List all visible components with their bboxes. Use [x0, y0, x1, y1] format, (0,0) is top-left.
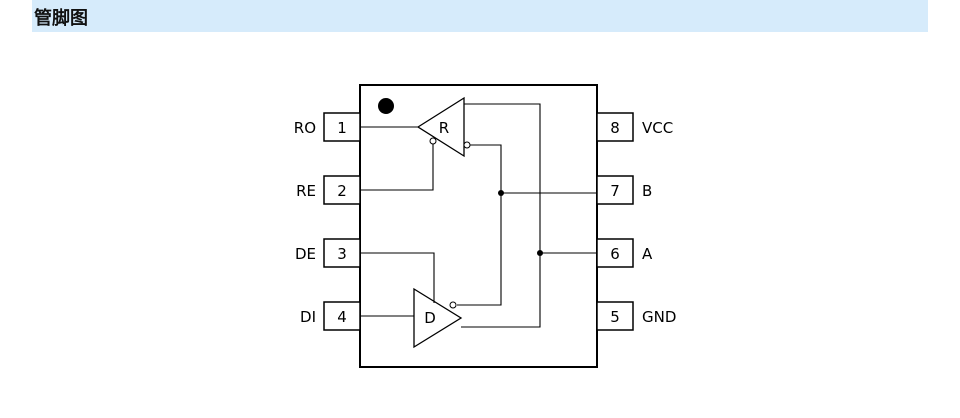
pin1-marker-dot	[378, 98, 394, 114]
pin-number-6: 6	[610, 245, 620, 263]
pin-box-2	[323, 175, 361, 205]
wire-drv-minus	[457, 193, 502, 306]
driver-label: D	[424, 309, 436, 327]
pin-number-1: 1	[337, 119, 347, 137]
receiver-enable-bubble	[429, 137, 437, 145]
pin-number-5: 5	[610, 308, 620, 326]
pin-number-4: 4	[337, 308, 347, 326]
pin-number-3: 3	[337, 245, 347, 263]
pin-box-6	[596, 238, 634, 268]
pin-label-b: B	[642, 182, 652, 200]
driver-inverting-bubble	[449, 301, 457, 309]
pin-number-2: 2	[337, 182, 347, 200]
pin-box-7	[596, 175, 634, 205]
pin-label-di: DI	[300, 308, 316, 326]
section-header: 管脚图	[32, 0, 928, 32]
wire-rx-minus	[469, 144, 502, 193]
pin-label-de: DE	[295, 245, 316, 263]
junction-a	[537, 250, 543, 256]
receiver-triangle	[416, 96, 465, 158]
driver-triangle	[413, 287, 463, 349]
pin-box-8	[596, 112, 634, 142]
pin-number-7: 7	[610, 182, 620, 200]
chip-body	[359, 84, 598, 368]
wire-re	[360, 144, 434, 191]
pin-box-3	[323, 238, 361, 268]
section-title: 管脚图	[34, 8, 88, 29]
wire-de	[360, 252, 435, 303]
receiver-inverting-bubble	[463, 141, 471, 149]
pin-label-gnd: GND	[642, 308, 676, 326]
wire-drv-plus	[461, 253, 541, 328]
pin-label-re: RE	[296, 182, 316, 200]
pin-label-vcc: VCC	[642, 119, 673, 137]
pin-label-a: A	[642, 245, 653, 263]
junction-b	[498, 190, 504, 196]
pin-box-5	[596, 301, 634, 331]
pin-label-ro: RO	[294, 119, 316, 137]
receiver-label: R	[439, 119, 449, 137]
wiring	[360, 103, 597, 328]
wire-rx-plus	[464, 103, 541, 253]
pin-box-4	[323, 301, 361, 331]
pin-number-8: 8	[610, 119, 620, 137]
